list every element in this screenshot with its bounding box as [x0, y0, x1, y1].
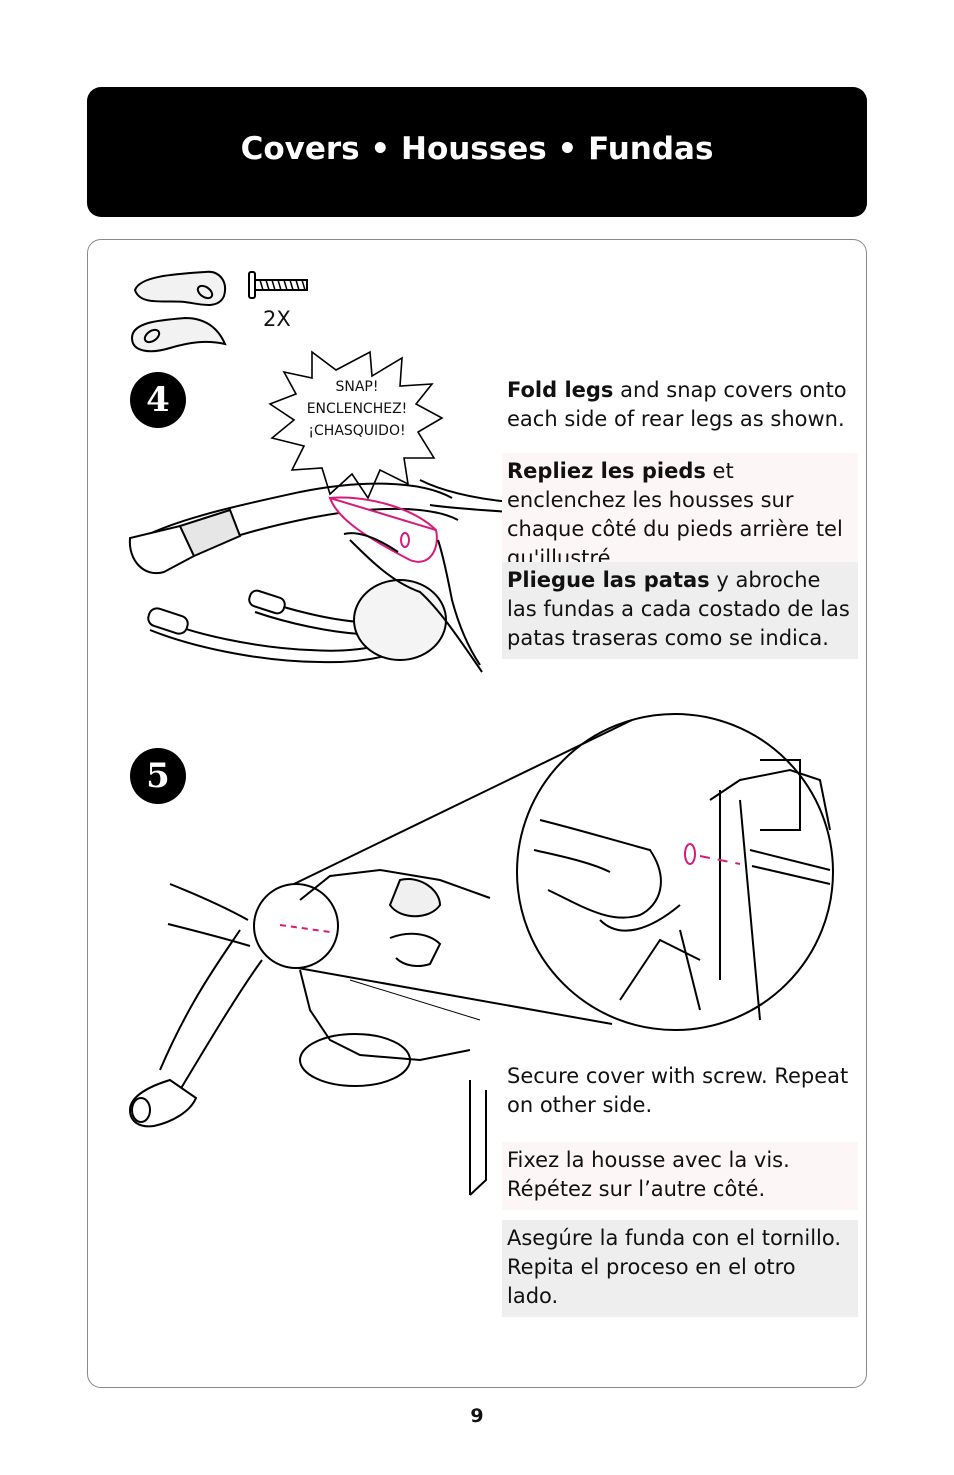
step-4-en-rest: and snap covers onto each side of rear l… [507, 378, 847, 431]
callout-line-en: SNAP! [335, 379, 379, 395]
snap-callout-text: SNAP! ENCLENCHEZ! ¡CHASQUIDO! [290, 376, 424, 442]
callout-line-es: ¡CHASQUIDO! [308, 423, 406, 439]
step-4-es-bold: Pliegue las patas [507, 568, 710, 592]
step5-illustration [128, 713, 834, 1196]
step-4-fr-bold: Repliez les pieds [507, 459, 706, 483]
step-4-text-es: Pliegue las patas y abroche las fundas a… [502, 562, 858, 659]
step-5-text-es: Asegúre la funda con el tornillo. Repita… [502, 1220, 858, 1317]
screw-icon [248, 271, 308, 299]
step-5-badge: 5 [130, 748, 186, 804]
step-4-badge: 4 [130, 372, 186, 428]
step-4-text-en: Fold legs and snap covers onto each side… [502, 372, 858, 440]
step-5-text-fr: Fixez la housse avec la vis. Répétez sur… [502, 1142, 858, 1210]
step-4-fr-rest: et enclenchez les housses sur chaque côt… [507, 459, 843, 570]
step4-illustration [128, 479, 511, 673]
step-5-text-en: Secure cover with screw. Repeat on other… [507, 1064, 849, 1117]
snap-callout-burst [268, 350, 444, 500]
step-4-en-bold: Fold legs [507, 378, 614, 402]
parts-quantity: 2X [263, 307, 291, 331]
section-title: Covers • Housses • Fundas [240, 131, 714, 167]
cover-part-icon [130, 270, 227, 353]
step-4-es-rest: y abroche las fundas a cada costado de l… [507, 568, 850, 650]
section-header: Covers • Housses • Fundas [87, 87, 867, 217]
page-number: 9 [470, 1405, 484, 1427]
callout-line-fr: ENCLENCHEZ! [306, 401, 408, 417]
step-4-text-fr: Repliez les pieds et enclenchez les hous… [502, 453, 858, 579]
